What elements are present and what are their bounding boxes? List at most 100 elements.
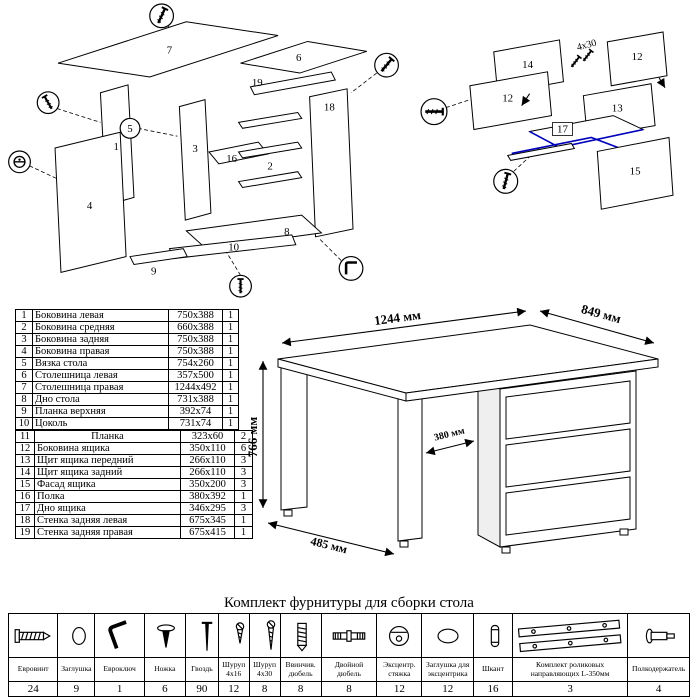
confirmat-screw-icon <box>14 628 52 643</box>
part-name: Фасад ящика <box>34 478 181 492</box>
hardware-label: Шуруп 4x30 <box>248 657 281 682</box>
part-size: 731x74 <box>168 417 223 431</box>
part-qty: 1 <box>222 308 239 323</box>
hardware-icon-cell <box>7 613 59 658</box>
hardware-qty: 24 <box>7 681 59 697</box>
part-label-12b: 12 <box>632 51 643 63</box>
dowel-icon <box>490 624 500 647</box>
screw-4x30-icon <box>266 619 275 650</box>
part-no: 15 <box>15 478 35 492</box>
part-qty: 1 <box>222 321 239 335</box>
part-qty: 1 <box>222 381 239 395</box>
hardware-qty: 12 <box>217 681 250 697</box>
hardware-qty: 8 <box>248 681 281 697</box>
part-size: 350x200 <box>180 478 235 492</box>
part-no: 12 <box>15 442 35 456</box>
hardware-qty: 16 <box>472 681 513 697</box>
part-label-2: 2 <box>267 161 272 173</box>
hardware-qty: 9 <box>57 681 96 697</box>
hardware-icons-row <box>7 613 690 658</box>
part-label-1: 1 <box>114 141 119 153</box>
part-no: 7 <box>15 381 33 395</box>
hardware-label: Заглушка <box>57 657 96 682</box>
part-qty: 1 <box>222 357 239 371</box>
part-size: 675x345 <box>180 514 235 528</box>
hex-key-icon <box>107 619 127 649</box>
part-qty: 1 <box>234 490 253 504</box>
part-name: Планка <box>34 430 181 444</box>
part-no: 11 <box>15 430 35 444</box>
hardware-icon-cell <box>421 613 474 658</box>
hardware-label: Двойной дюбель <box>320 657 378 682</box>
hardware-label: Шкант <box>472 657 513 682</box>
part-qty: 1 <box>234 526 253 540</box>
part-size: 350x110 <box>180 442 235 456</box>
part-name: Щит ящика задний <box>34 466 181 480</box>
callout-5 <box>119 117 141 139</box>
hardware-icon-cell <box>627 613 690 658</box>
part-size: 750x388 <box>168 333 223 347</box>
part-name: Боковина ящика <box>34 442 181 456</box>
part-label-8: 8 <box>284 226 290 238</box>
hardware-icon-cell <box>511 613 629 658</box>
part-size: 380x392 <box>180 490 235 504</box>
hardware-table: Евровинт Заглушка Евроключ Ножка Гвоздь … <box>7 613 690 697</box>
hardware-label: Полкодержатель <box>627 657 690 682</box>
callout-hexkey <box>338 255 364 281</box>
part-no: 19 <box>15 526 35 540</box>
cam-cap-icon <box>437 628 459 643</box>
part-no: 6 <box>15 369 33 383</box>
part-qty: 3 <box>234 478 253 492</box>
screw-size-note: 4x30 <box>576 38 598 54</box>
hardware-qty: 12 <box>421 681 474 697</box>
part-name: Столешница левая <box>32 369 169 383</box>
hardware-label: Шуруп 4x16 <box>217 657 250 682</box>
part-label-14: 14 <box>522 59 533 71</box>
part-size: 357x500 <box>168 369 223 383</box>
hardware-qty: 3 <box>511 681 629 697</box>
part-qty: 1 <box>222 333 239 347</box>
hardware-icon-cell <box>248 613 281 658</box>
part-qty: 3 <box>234 466 253 480</box>
part-name: Дно стола <box>32 393 169 407</box>
part-qty: 1 <box>234 514 253 528</box>
part-name: Стенка задняя правая <box>34 526 181 540</box>
part-name: Цоколь <box>32 417 169 431</box>
double-dowel-icon <box>332 629 366 642</box>
hardware-label: Заглушка для эксцентрика <box>421 657 474 682</box>
part-no: 3 <box>15 333 33 347</box>
part-qty: 3 <box>234 454 253 468</box>
part-name: Вязка стола <box>32 357 169 371</box>
dim-depth-label: 849 мм <box>580 301 623 326</box>
part-label-19: 19 <box>252 77 263 89</box>
part-name: Планка верхняя <box>32 405 169 419</box>
part-size: 392x74 <box>168 405 223 419</box>
shelf-pin-icon <box>645 628 675 643</box>
hardware-qty-row: 24 9 1 6 90 12 8 8 8 12 12 16 3 4 <box>7 681 690 697</box>
part-label-6: 6 <box>296 52 302 64</box>
part-name: Полка <box>34 490 181 504</box>
hardware-icon-cell <box>217 613 250 658</box>
part-size: 754x260 <box>168 357 223 371</box>
part-label-3: 3 <box>192 143 197 155</box>
part-size: 266x110 <box>180 454 235 468</box>
part-qty: 1 <box>222 369 239 383</box>
part-name: Щит ящика передний <box>34 454 181 468</box>
hardware-label: Гвоздь <box>184 657 219 682</box>
part-label-16: 16 <box>226 153 237 165</box>
hardware-icon-cell <box>376 613 423 658</box>
part-no: 9 <box>15 405 33 419</box>
